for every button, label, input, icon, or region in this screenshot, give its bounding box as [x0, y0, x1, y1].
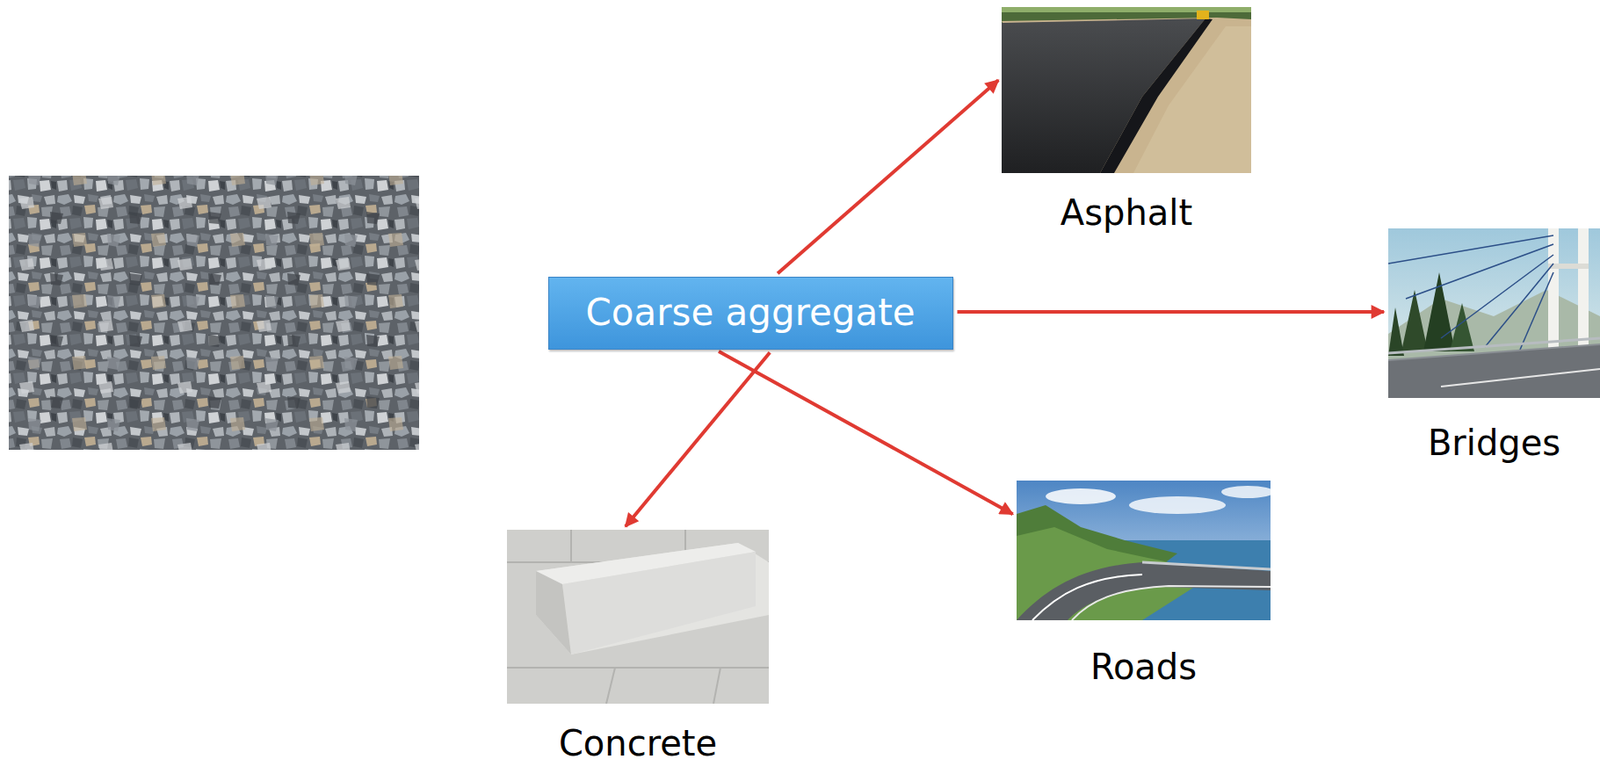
process-box: Coarse aggregate [548, 276, 954, 350]
asphalt-photo [1001, 7, 1252, 174]
road-photo-part [1071, 586, 1271, 621]
picture-caption: Concrete [506, 723, 769, 764]
concrete-photo-part-part [713, 667, 721, 704]
concrete-photo-part-part [506, 666, 769, 669]
bridge-photo-part [1548, 263, 1589, 269]
bridge-photo-part-part [1484, 263, 1554, 348]
gravel-photo-part [8, 175, 420, 450]
concrete-photo-part-part [570, 529, 572, 563]
bridge-photo-part [1388, 228, 1600, 399]
picture-area [506, 529, 769, 704]
road-photo-part [1129, 496, 1226, 515]
picture-area [1388, 228, 1600, 399]
bridge-photo [1388, 228, 1600, 399]
concrete-photo-part [562, 551, 756, 655]
picture-node: Roads [1016, 480, 1271, 688]
asphalt-photo-part [1001, 17, 1252, 174]
road-photo-part [1016, 562, 1271, 621]
bridge-photo-part [1388, 344, 1600, 361]
bridge-photo-part-part [1520, 272, 1554, 350]
asphalt-photo-part [1196, 10, 1210, 20]
bridge-photo-part [1449, 303, 1475, 352]
road-photo-part [1016, 480, 1271, 621]
road-photo [1016, 480, 1271, 621]
road-photo-part [1032, 574, 1143, 621]
picture-caption: Roads [1016, 646, 1271, 688]
bridge-photo-part [1440, 369, 1600, 387]
road-photo-part [1221, 485, 1271, 499]
arrow-connector [718, 351, 1014, 515]
bridge-photo-part [1388, 307, 1405, 356]
picture-node: Asphalt [1001, 7, 1252, 233]
bridge-photo-part [1388, 235, 1554, 350]
road-photo-part [1142, 562, 1271, 570]
picture-node: Bridges [1388, 228, 1600, 464]
asphalt-photo-part [1133, 26, 1252, 174]
concrete-photo-part [535, 542, 769, 655]
concrete-photo-part [506, 529, 769, 704]
bridge-photo-part [1401, 289, 1428, 352]
concrete-photo-part [535, 571, 572, 655]
road-photo-part [1045, 488, 1116, 505]
concrete-photo-part [506, 529, 769, 704]
bridge-photo-part-part [1440, 254, 1554, 339]
picture-node: Concrete [506, 529, 769, 764]
picture-area [1016, 480, 1271, 621]
asphalt-photo-part [1001, 7, 1252, 13]
bridge-photo-part-part [1388, 235, 1554, 264]
picture-caption: Asphalt [1001, 192, 1252, 233]
box-label: Coarse aggregate [585, 290, 915, 335]
gravel-photo-part [8, 175, 420, 450]
arrow-connector [777, 79, 999, 274]
gravel-photo [8, 175, 420, 450]
bridge-photo-part [1423, 272, 1456, 352]
bridge-photo-part [1388, 338, 1600, 354]
asphalt-photo-part [1001, 7, 1252, 174]
concrete-photo [506, 529, 769, 704]
bridge-photo-part [1388, 344, 1600, 399]
picture-area [1001, 7, 1252, 174]
arrow-connector [625, 352, 770, 527]
arrow-connector [957, 310, 1385, 314]
picture-caption: Bridges [1388, 422, 1600, 464]
concrete-photo-part-part [606, 667, 616, 704]
